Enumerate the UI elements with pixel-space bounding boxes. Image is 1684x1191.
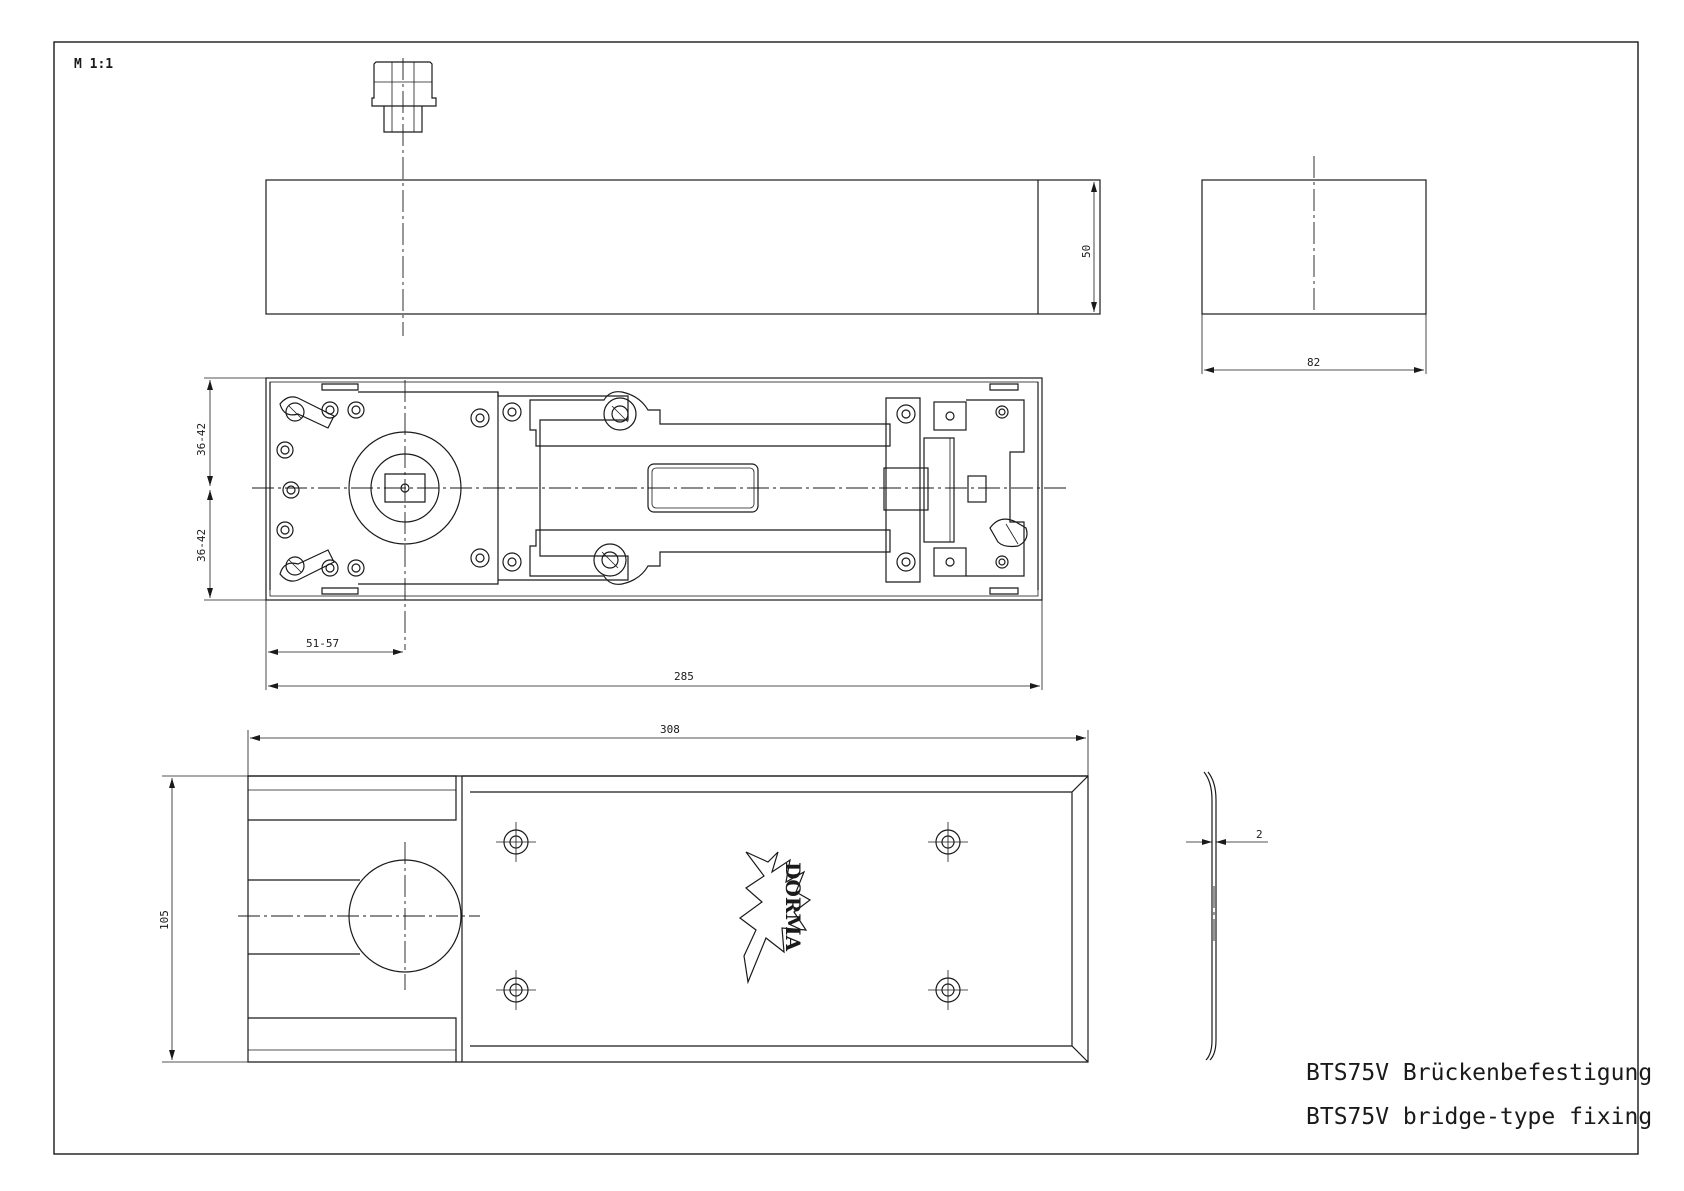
dim-plate-thickness-label: 2	[1256, 828, 1263, 841]
spindle-cap	[371, 61, 437, 133]
plate-section-view: 2	[1186, 771, 1268, 1061]
caption-english: BTS75V bridge-type fixing	[1306, 1104, 1652, 1130]
scale-label: M 1:1	[74, 57, 113, 72]
dim-upper-label: 36-42	[195, 423, 208, 456]
body-top-outline	[265, 179, 1101, 315]
dim-plate-length-label: 308	[660, 723, 680, 736]
dorma-logo-text: DORMA	[781, 862, 805, 952]
drawing-frame	[53, 41, 1639, 1155]
dorma-logo: DORMA	[738, 851, 812, 985]
screw-hole-top-left	[496, 822, 536, 862]
dim-body-length-label: 285	[674, 670, 694, 683]
side-view: 82	[1201, 156, 1427, 374]
screw-hole-top-right	[928, 822, 968, 862]
screw-hole-bottom-left	[496, 970, 536, 1010]
dim-offset-label: 51-57	[306, 637, 339, 650]
cover-plate-outline	[247, 775, 1089, 1063]
dim-lower-label: 36-42	[195, 529, 208, 562]
body-plan-outline	[265, 377, 1043, 601]
screw-hole-bottom-right	[928, 970, 968, 1010]
dim-width-label: 82	[1307, 356, 1320, 369]
dim-height-label: 50	[1080, 245, 1093, 258]
dim-plate-height-label: 105	[158, 910, 171, 930]
plate-section-outline	[1203, 771, 1217, 1061]
caption-german: BTS75V Brückenbefestigung	[1306, 1060, 1652, 1086]
top-view: 50	[265, 58, 1101, 336]
side-view-outline	[1201, 179, 1427, 315]
cover-plate-view: 308 DORM	[158, 723, 1089, 1063]
plan-view: 36-42 36-42 51-57 285	[195, 377, 1066, 690]
